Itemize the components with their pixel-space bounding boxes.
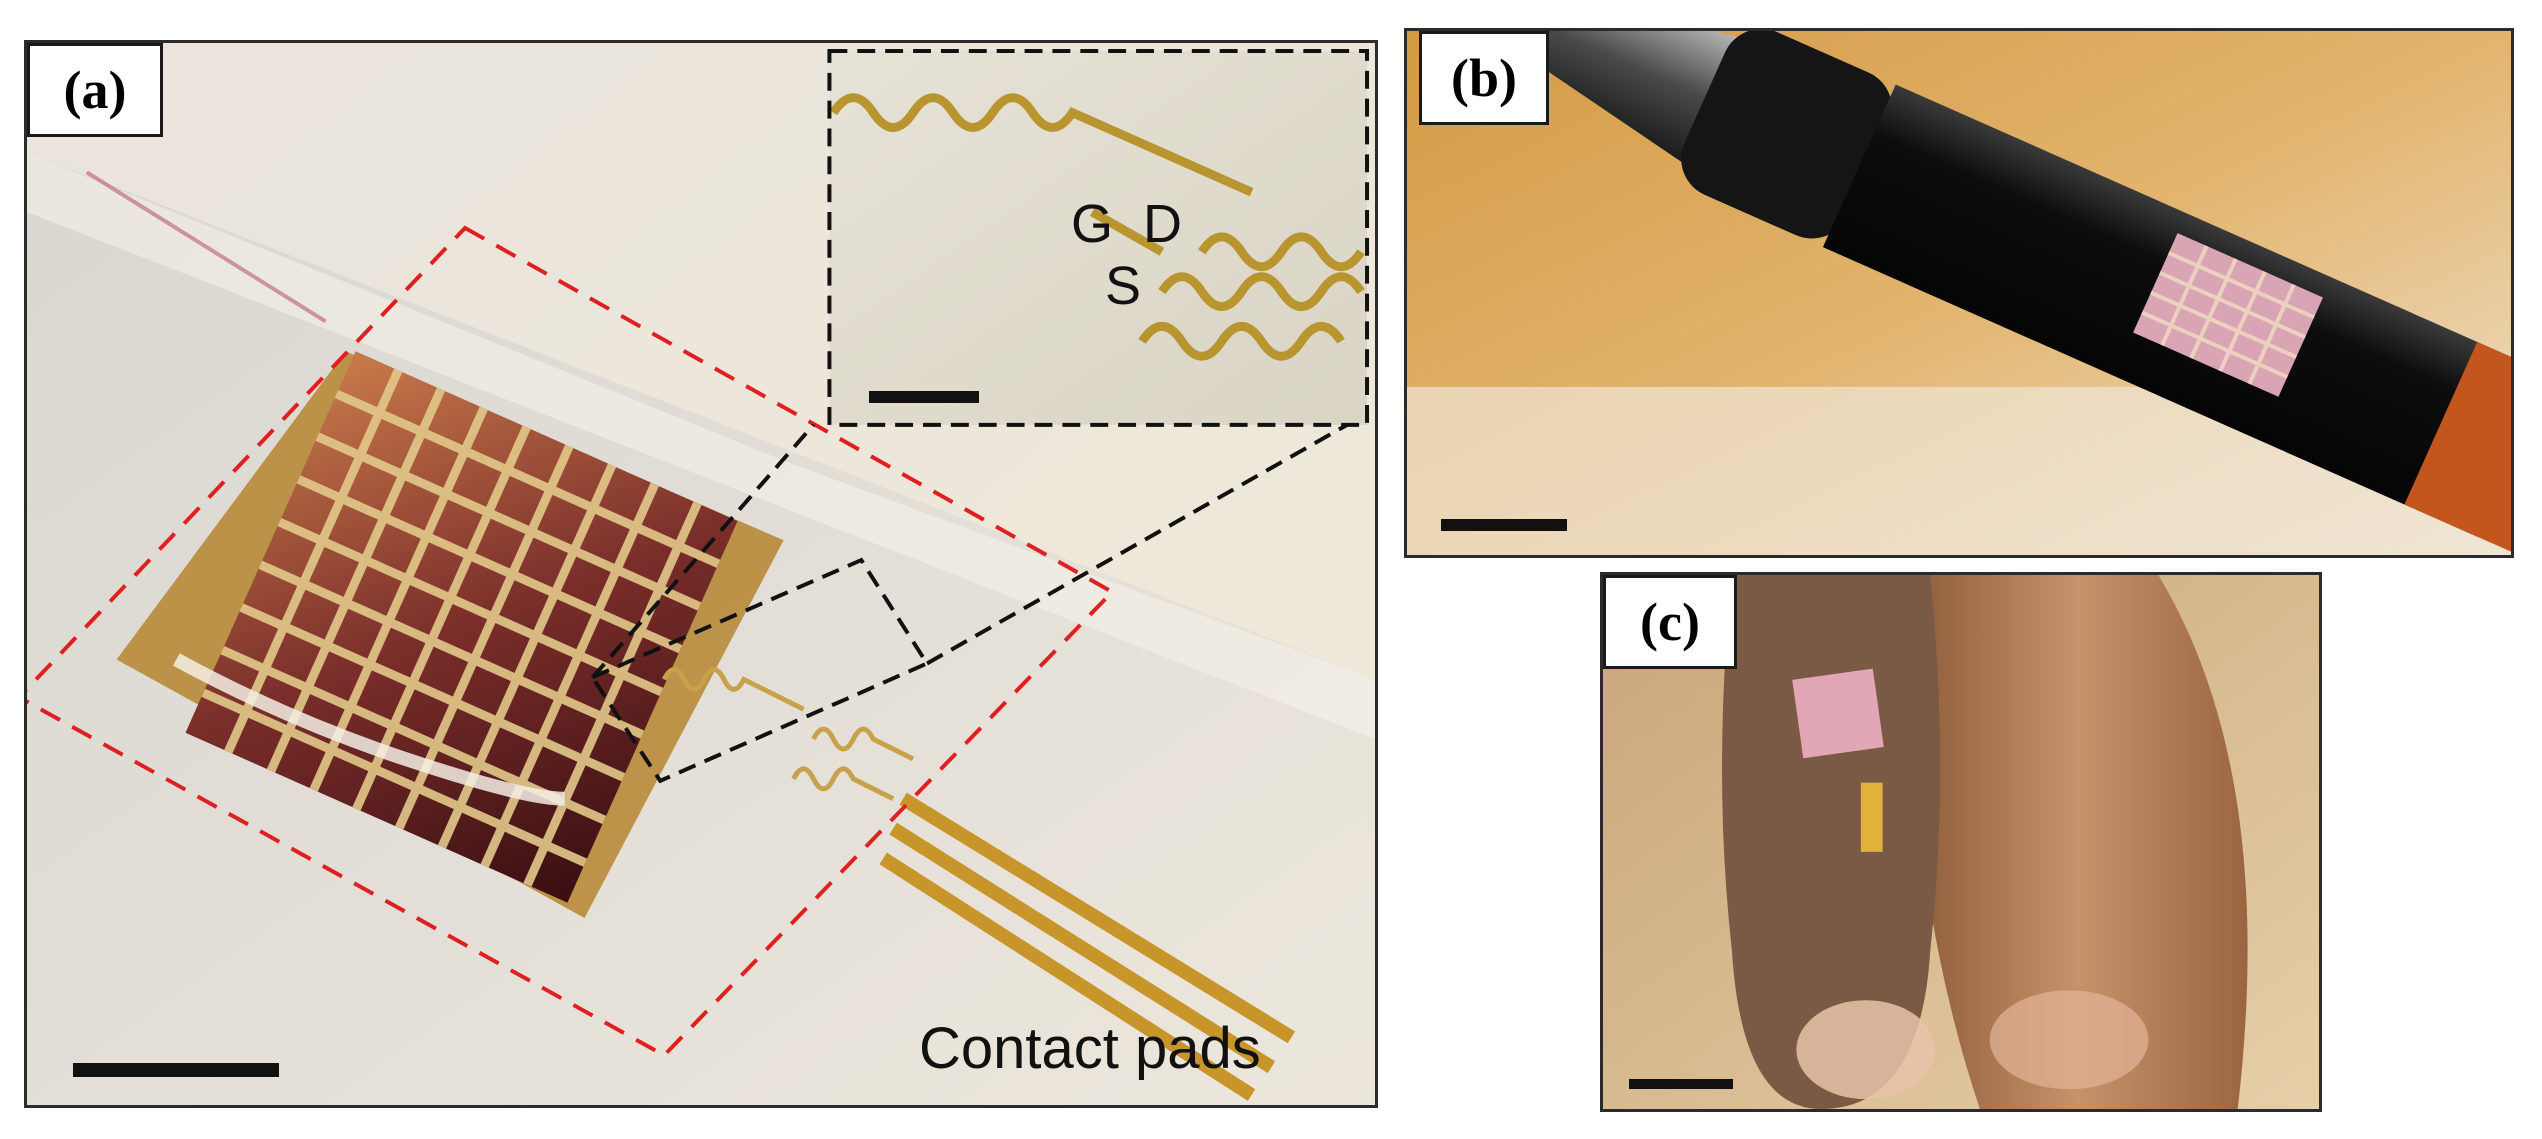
contact-pads: [879, 792, 1296, 1101]
gate-terminal-label: G: [1071, 194, 1114, 254]
panel-b: (b): [1404, 28, 2514, 558]
serpentine-traces: [661, 667, 915, 801]
panel-c-photo: [1603, 575, 2319, 1109]
contact-pads-caption: Contact pads: [919, 1016, 1261, 1081]
panel-c-scale-bar: [1629, 1079, 1733, 1089]
panel-a-photo: [27, 43, 1375, 1105]
sensor-array-icon: [185, 351, 738, 903]
drain-terminal-label: D: [1143, 194, 1182, 254]
inset-scale-bar: [869, 391, 979, 403]
panel-b-photo: [1407, 31, 2511, 555]
inset-zoom: [827, 48, 1370, 427]
panel-a-scale-bar: [73, 1063, 279, 1077]
panel-c: (c): [1600, 572, 2322, 1112]
source-terminal-label: S: [1105, 256, 1142, 316]
panel-b-scale-bar: [1441, 519, 1567, 531]
zoom-box: [589, 557, 930, 784]
pen-icon: [1501, 31, 2511, 553]
finger-icon: [1722, 575, 2248, 1109]
roi-box: [27, 225, 1116, 1058]
panel-a-label: (a): [27, 43, 163, 137]
panel-c-label: (c): [1603, 575, 1737, 669]
finger-sensor: [1792, 668, 1884, 759]
panel-a: (a) G D S Contact pads: [24, 40, 1378, 1108]
panel-b-label: (b): [1419, 31, 1549, 125]
